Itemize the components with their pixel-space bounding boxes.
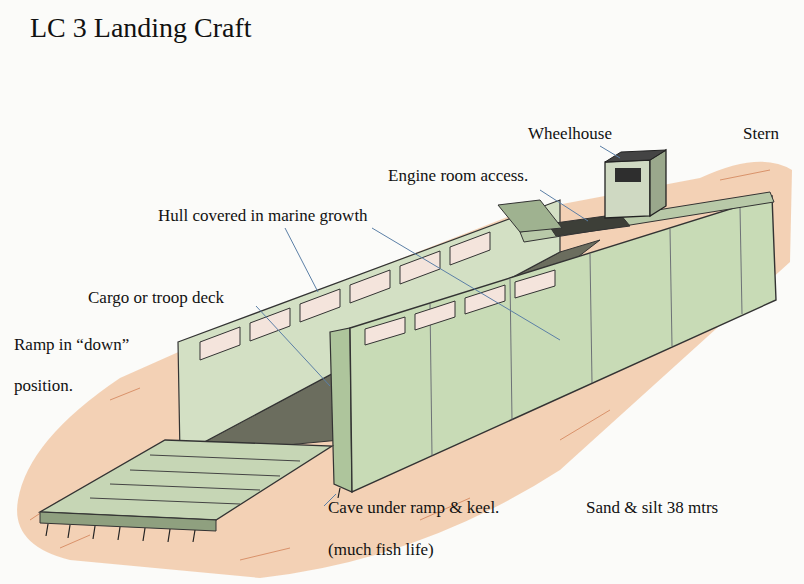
part-label: Cargo or troop deck [88, 288, 224, 308]
sea-bed [17, 162, 792, 578]
hatch-cover [498, 200, 562, 232]
part-label: Engine room access. [388, 166, 528, 186]
part-label: Stern [743, 124, 779, 144]
wheelhouse-window [615, 168, 641, 182]
cave-under-ramp [46, 488, 340, 542]
part-label: Wheelhouse [528, 124, 612, 144]
note-label: Cave under ramp & keel. [328, 498, 499, 518]
ramp [40, 440, 332, 520]
hull-side [350, 196, 776, 492]
wheelhouse-side [650, 150, 666, 216]
ramp-slats [90, 455, 300, 504]
starboard-windows [365, 270, 555, 345]
ramp-edge [40, 512, 216, 531]
note-label: (much fish life) [328, 540, 434, 560]
hull-plates [430, 207, 742, 456]
part-label: Ramp in “down” position. [14, 324, 146, 406]
wheelhouse [605, 160, 650, 218]
wall-edge [330, 328, 352, 492]
leader-lines [256, 146, 620, 506]
wheelhouse-top [605, 150, 666, 162]
part-label: Hull covered in marine growth [158, 206, 368, 226]
depth-label: Sand & silt 38 mtrs [586, 498, 718, 518]
diagram-title: LC 3 Landing Craft [30, 12, 252, 44]
